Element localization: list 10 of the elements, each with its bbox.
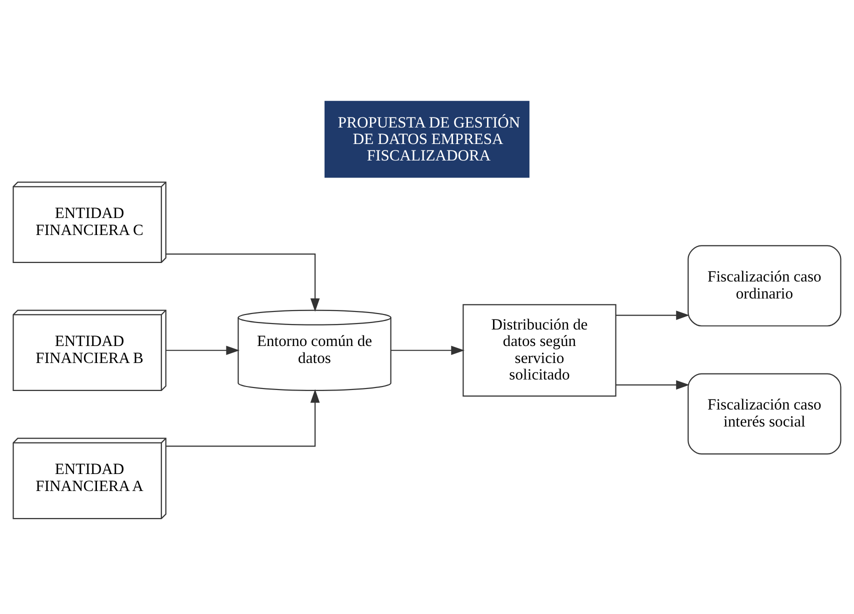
diagram-title: PROPUESTA DE GESTIÓN DE DATOS EMPRESA FISCALIZADORA: [338, 114, 520, 164]
arrow: [616, 380, 690, 390]
arrow: [166, 345, 240, 355]
arrow: [166, 388, 320, 446]
arrow: [391, 345, 465, 355]
node-box: Distribución de datos según servicio solicitado: [462, 304, 616, 396]
node-box: Fiscalización caso interés social: [688, 372, 842, 454]
arrow: [166, 252, 320, 312]
arrow: [616, 310, 690, 320]
node-box: Fiscalización caso ordinario: [688, 244, 842, 326]
